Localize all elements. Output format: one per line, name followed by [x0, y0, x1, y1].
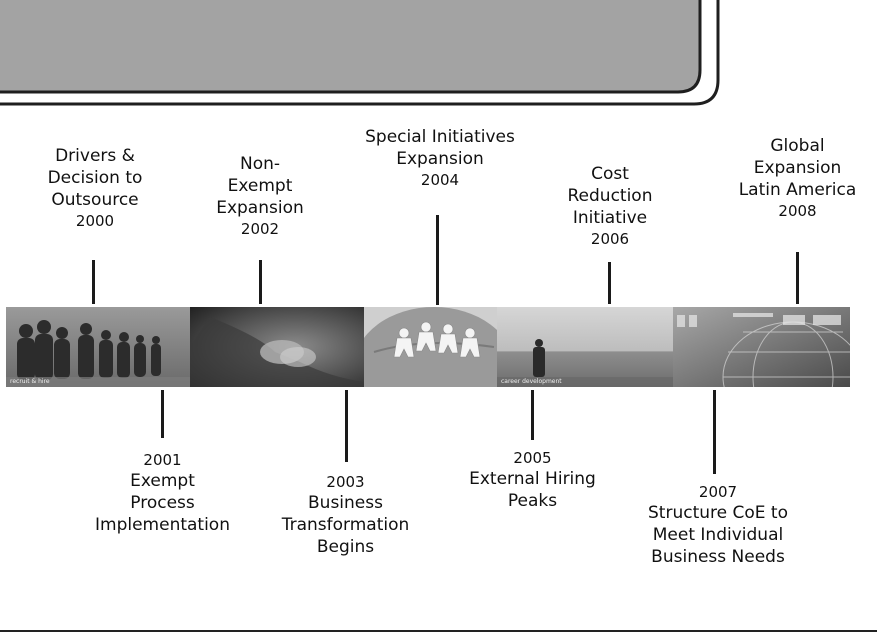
event-2002-label: Non- Exempt Expansion 2002: [190, 153, 330, 239]
event-2000-tick: [92, 260, 95, 304]
event-2006-tick: [608, 262, 611, 304]
paper-people-globe-photo: [364, 307, 497, 387]
event-2004-tick: [436, 215, 439, 305]
event-2006-line-2: Reduction: [567, 186, 653, 206]
finance-globe-photo: [673, 307, 850, 387]
event-2002-line-3: Expansion: [216, 198, 304, 218]
event-2001-label: 2001 Exempt Process Implementation: [70, 450, 255, 536]
event-2000-line-2: Decision to: [47, 168, 143, 188]
event-2006-line-3: Initiative: [572, 208, 648, 228]
event-2003-line-1: Business: [308, 493, 383, 513]
event-2008-line-3: Latin America: [738, 180, 857, 200]
photo-strip-career: career development: [497, 307, 673, 387]
photo-strip-globe-paper: [364, 307, 497, 387]
man-at-sea-photo: [497, 307, 673, 387]
event-2005-label: 2005 External Hiring Peaks: [445, 448, 620, 512]
event-2004-line-2: Expansion: [396, 149, 484, 169]
event-2005-line-2: Peaks: [507, 491, 558, 511]
photo-strip-finance-globe: [673, 307, 850, 387]
event-2008-year: 2008: [778, 202, 817, 220]
event-2003-line-3: Begins: [316, 537, 375, 557]
header-banner: [0, 0, 720, 106]
event-2004-line-1: Special Initiatives: [365, 127, 515, 147]
event-2008-tick: [796, 252, 799, 304]
event-2007-year: 2007: [698, 483, 738, 501]
handshake-photo: [190, 307, 364, 387]
event-2001-tick: [161, 390, 164, 438]
event-2002-line-2: Exempt: [227, 176, 293, 196]
event-2003-year: 2003: [326, 473, 365, 491]
recruit-caption: recruit & hire: [10, 378, 50, 385]
event-2008-line-1: Global: [770, 136, 825, 156]
event-2003-tick: [345, 390, 348, 462]
event-2002-line-1: Non-: [239, 154, 281, 174]
event-2000-label: Drivers & Decision to Outsource 2000: [20, 145, 170, 231]
event-2001-line-1: Exempt: [130, 471, 195, 491]
event-2007-line-1: Structure CoE to: [648, 503, 788, 523]
event-2001-line-3: Implementation: [95, 515, 230, 535]
people-group-photo: [6, 307, 190, 387]
event-2001-year: 2001: [143, 451, 182, 469]
bottom-divider: [0, 630, 877, 632]
event-2007-label: 2007 Structure CoE to Meet Individual Bu…: [618, 482, 818, 568]
event-2004-label: Special Initiatives Expansion 2004: [340, 126, 540, 190]
event-2005-tick: [531, 390, 534, 440]
event-2006-year: 2006: [590, 230, 630, 248]
event-2008-line-2: Expansion: [753, 158, 842, 178]
event-2000-year: 2000: [75, 212, 115, 230]
event-2006-line-1: Cost: [591, 164, 629, 184]
event-2007-line-2: Meet Individual: [652, 525, 784, 545]
photo-strip-handshake: [190, 307, 364, 387]
event-2002-tick: [259, 260, 262, 304]
event-2007-line-3: Business Needs: [651, 547, 785, 567]
photo-strip-recruit: recruit & hire: [6, 307, 190, 387]
event-2002-year: 2002: [240, 220, 280, 238]
event-2004-year: 2004: [420, 171, 460, 189]
event-2007-tick: [713, 390, 716, 474]
event-2000-line-1: Drivers &: [55, 146, 135, 166]
event-2000-line-3: Outsource: [51, 190, 139, 210]
event-2005-line-1: External Hiring: [469, 469, 596, 489]
event-2008-label: Global Expansion Latin America 2008: [725, 135, 870, 221]
event-2006-label: Cost Reduction Initiative 2006: [540, 163, 680, 249]
event-2003-line-2: Transformation: [281, 515, 410, 535]
career-caption: career development: [501, 378, 562, 385]
event-2003-label: 2003 Business Transformation Begins: [258, 472, 433, 558]
event-2005-year: 2005: [513, 449, 552, 467]
event-2001-line-2: Process: [130, 493, 195, 513]
